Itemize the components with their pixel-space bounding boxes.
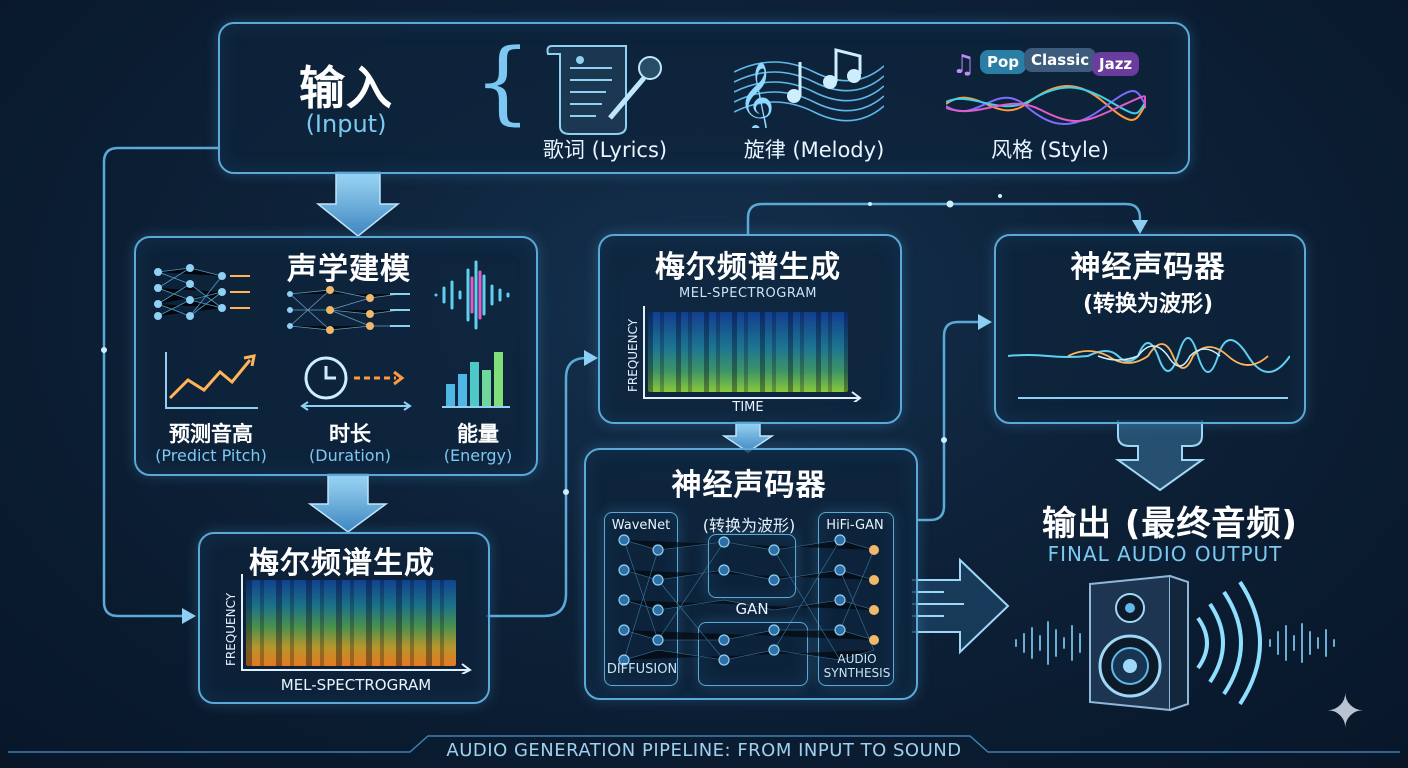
mel-top-subtitle: MEL-SPECTROGRAM	[679, 286, 817, 301]
arrowhead-mel-left	[182, 608, 196, 624]
footer-caption: AUDIO GENERATION PIPELINE: FROM INPUT TO…	[446, 740, 962, 761]
acoustic-item-pitch-zh: 预测音高	[169, 422, 253, 446]
svg-text:𝄞: 𝄞	[738, 60, 775, 128]
mel-bottom-x-axis-label: MEL-SPECTROGRAM	[280, 676, 432, 694]
acoustic-item-energy-en: (Energy)	[443, 446, 513, 465]
vocoder-network-graph	[618, 534, 879, 666]
mel-bottom-y-axis-label: FREQUENCY	[224, 592, 238, 666]
music-staff-icon: 𝄞	[734, 48, 884, 128]
mel-spectrogram-image-top	[648, 312, 848, 392]
footer-bracket	[8, 735, 1400, 753]
input-title: 输入	[299, 61, 393, 115]
lyrics-scroll-mic-icon	[546, 45, 662, 135]
vocoder-audio-synthesis-2: SYNTHESIS	[823, 666, 891, 680]
vocoder-audio-synthesis-1: AUDIO	[837, 652, 877, 666]
output-subtitle: FINAL AUDIO OUTPUT	[1047, 542, 1283, 566]
audio-wave-icon	[434, 260, 510, 330]
neural-vocoder-panel-right	[994, 234, 1306, 424]
input-item-melody: 旋律 (Melody)	[743, 138, 885, 162]
style-tag-jazz: Jazz	[1092, 52, 1140, 76]
connector-mel-bottom-to-top	[486, 356, 592, 618]
vocoder-model-diffusion: DIFFUSION	[606, 662, 678, 677]
acoustic-item-energy-zh: 能量	[457, 422, 499, 446]
connector-mid-to-right	[916, 320, 986, 522]
mel-top-title: 梅尔频谱生成	[655, 250, 841, 285]
input-subtitle: (Input)	[305, 110, 387, 138]
energy-bars-icon	[442, 352, 510, 408]
vocoder-model-hifigan: HiFi-GAN	[826, 518, 884, 533]
vocoder-model-gan: GAN	[735, 600, 769, 618]
pitch-chart-icon	[165, 352, 258, 409]
neural-network-icon	[154, 264, 250, 320]
acoustic-item-duration-zh: 时长	[329, 422, 371, 446]
style-tag-classic: Classic	[1024, 48, 1097, 72]
arrow-input-to-acoustic	[315, 171, 401, 237]
input-item-lyrics: 歌词 (Lyrics)	[542, 138, 668, 162]
vocoder-model-wavenet: WaveNet	[611, 518, 671, 533]
clock-icon	[300, 356, 412, 411]
input-item-style: 风格 (Style)	[991, 138, 1109, 162]
arrow-vocoder-to-output	[1114, 420, 1206, 492]
acoustic-modeling-panel	[134, 236, 538, 476]
mel-top-y-axis-label: FREQUENCY	[626, 318, 640, 392]
vocoder-mid-subtitle: (转换为波形)	[702, 516, 796, 535]
style-tag-pop: Pop	[980, 50, 1027, 74]
music-note-icon: ♫	[952, 50, 976, 80]
mel-spectrogram-image-bottom	[246, 580, 456, 666]
arrowhead-mel-top	[584, 350, 598, 366]
arrow-mel-to-vocoder	[721, 421, 775, 453]
connector-mel-to-vocoder	[746, 202, 1142, 234]
arrow-to-speaker	[912, 557, 1010, 655]
acoustic-item-duration-en: (Duration)	[309, 446, 391, 465]
acoustic-item-pitch-en: (Predict Pitch)	[155, 446, 267, 465]
waveform-icon	[1008, 337, 1290, 399]
mel-top-x-axis-label: TIME	[732, 400, 764, 415]
input-brace: {	[474, 30, 532, 135]
mel-bottom-title: 梅尔频谱生成	[249, 546, 435, 581]
output-title: 输出 (最终音频)	[1042, 504, 1298, 544]
axes-bottom	[241, 574, 472, 674]
vocoder-mid-title: 神经声码器	[671, 468, 827, 503]
vocoder-right-subtitle: (转换为波形)	[1082, 292, 1214, 317]
input-panel	[218, 22, 1190, 174]
speaker-icon	[1015, 574, 1335, 712]
arrowhead-vocoder	[1132, 220, 1148, 234]
neural-network-icon-2	[287, 286, 410, 334]
vocoder-right-title: 神经声码器	[1070, 250, 1226, 285]
axes-top	[643, 306, 862, 402]
connector-input-to-mel	[102, 146, 218, 618]
arrow-acoustic-to-mel	[307, 473, 389, 533]
sparkle-icon: ✦	[1326, 684, 1365, 738]
style-wave-icon	[946, 85, 1146, 125]
glow-dots	[101, 194, 1002, 495]
arrowhead-right-vocoder	[978, 314, 992, 330]
acoustic-title: 声学建模	[287, 252, 411, 287]
